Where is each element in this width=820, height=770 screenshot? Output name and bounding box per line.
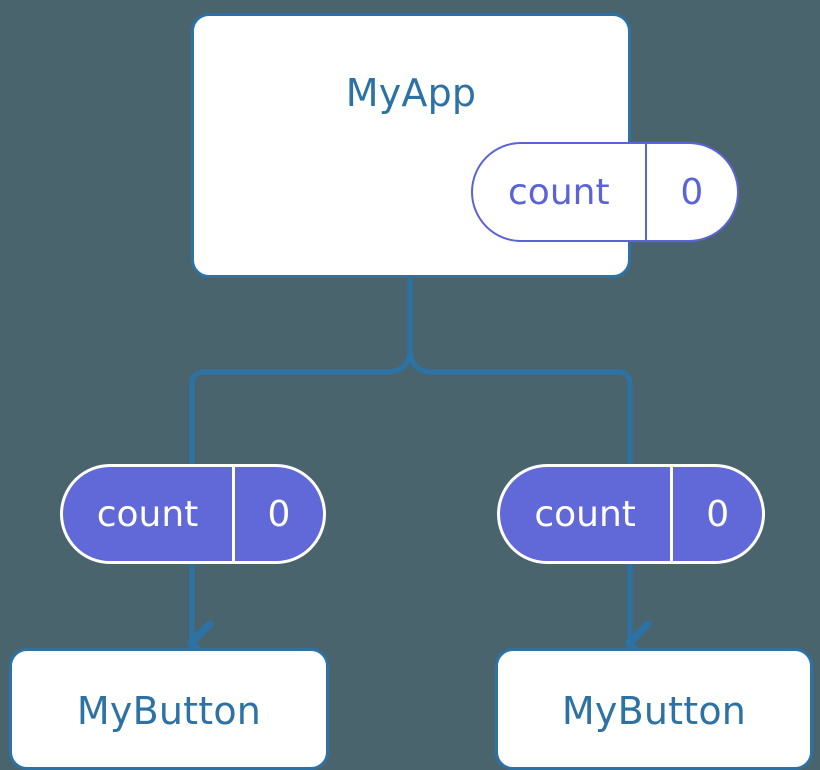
component-title-myapp: MyApp bbox=[345, 71, 477, 115]
state-pill-key: count bbox=[508, 171, 610, 213]
component-card-myapp[interactable]: MyApp count 0 bbox=[191, 13, 739, 278]
prop-pill-key: count bbox=[96, 493, 199, 535]
component-title-mybutton: MyButton bbox=[561, 689, 747, 733]
component-card-mybutton-right[interactable]: MyButton bbox=[495, 648, 813, 770]
connector-fork-left bbox=[189, 347, 413, 464]
connector-fork-right bbox=[407, 347, 633, 464]
component-card-mybutton-left[interactable]: MyButton bbox=[9, 648, 329, 770]
prop-pill-left[interactable]: count 0 bbox=[60, 464, 326, 564]
state-pill-value: 0 bbox=[644, 144, 737, 240]
component-title-mybutton: MyButton bbox=[76, 689, 262, 733]
prop-pill-value: 0 bbox=[232, 467, 323, 561]
prop-pill-value: 0 bbox=[670, 467, 762, 561]
prop-pill-right[interactable]: count 0 bbox=[497, 464, 765, 564]
state-pill-myapp[interactable]: count 0 bbox=[471, 142, 739, 242]
prop-pill-key: count bbox=[534, 493, 636, 535]
